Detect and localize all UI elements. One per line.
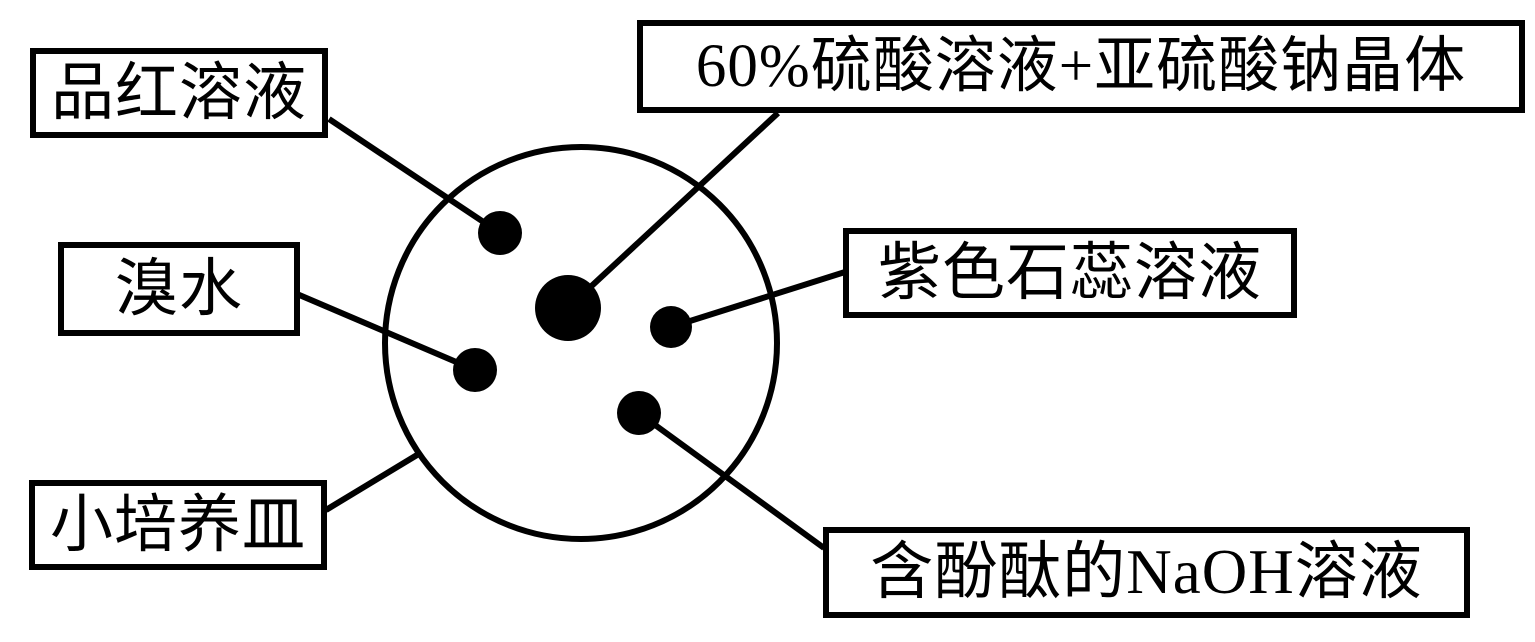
label-fuchsin-solution: 品红溶液 [30,48,328,138]
label-small-petri-dish: 小培养皿 [29,480,327,570]
fuchsin-drop [478,211,522,255]
acid-sulfite-drop [535,275,601,341]
naoh-drop [617,391,661,435]
bromine-drop [453,348,497,392]
connector-acid-line [567,110,781,309]
label-dish-text: 小培养皿 [50,489,306,560]
label-purple-litmus-solution: 紫色石蕊溶液 [843,228,1297,318]
label-acid-text: 60%硫酸溶液+亚硫酸钠晶体 [695,33,1467,100]
label-fuchsin-text: 品红溶液 [51,57,307,128]
litmus-drop [650,306,692,348]
label-sulfuric-acid-sodium-sulfite: 60%硫酸溶液+亚硫酸钠晶体 [637,20,1525,113]
connector-dish-line [324,452,419,513]
label-naoh-text: 含酚酞的NaOH溶液 [870,537,1423,607]
label-bromine-water: 溴水 [58,242,300,336]
label-naoh-phenolphthalein-solution: 含酚酞的NaOH溶液 [823,527,1470,618]
petri-dish-circle [382,144,780,542]
connector-litmus-line [670,269,846,330]
connector-fuchsin-line [327,116,502,236]
connector-naoh-line [638,411,826,551]
label-bromine-text: 溴水 [115,253,243,324]
label-litmus-text: 紫色石蕊溶液 [878,237,1262,308]
